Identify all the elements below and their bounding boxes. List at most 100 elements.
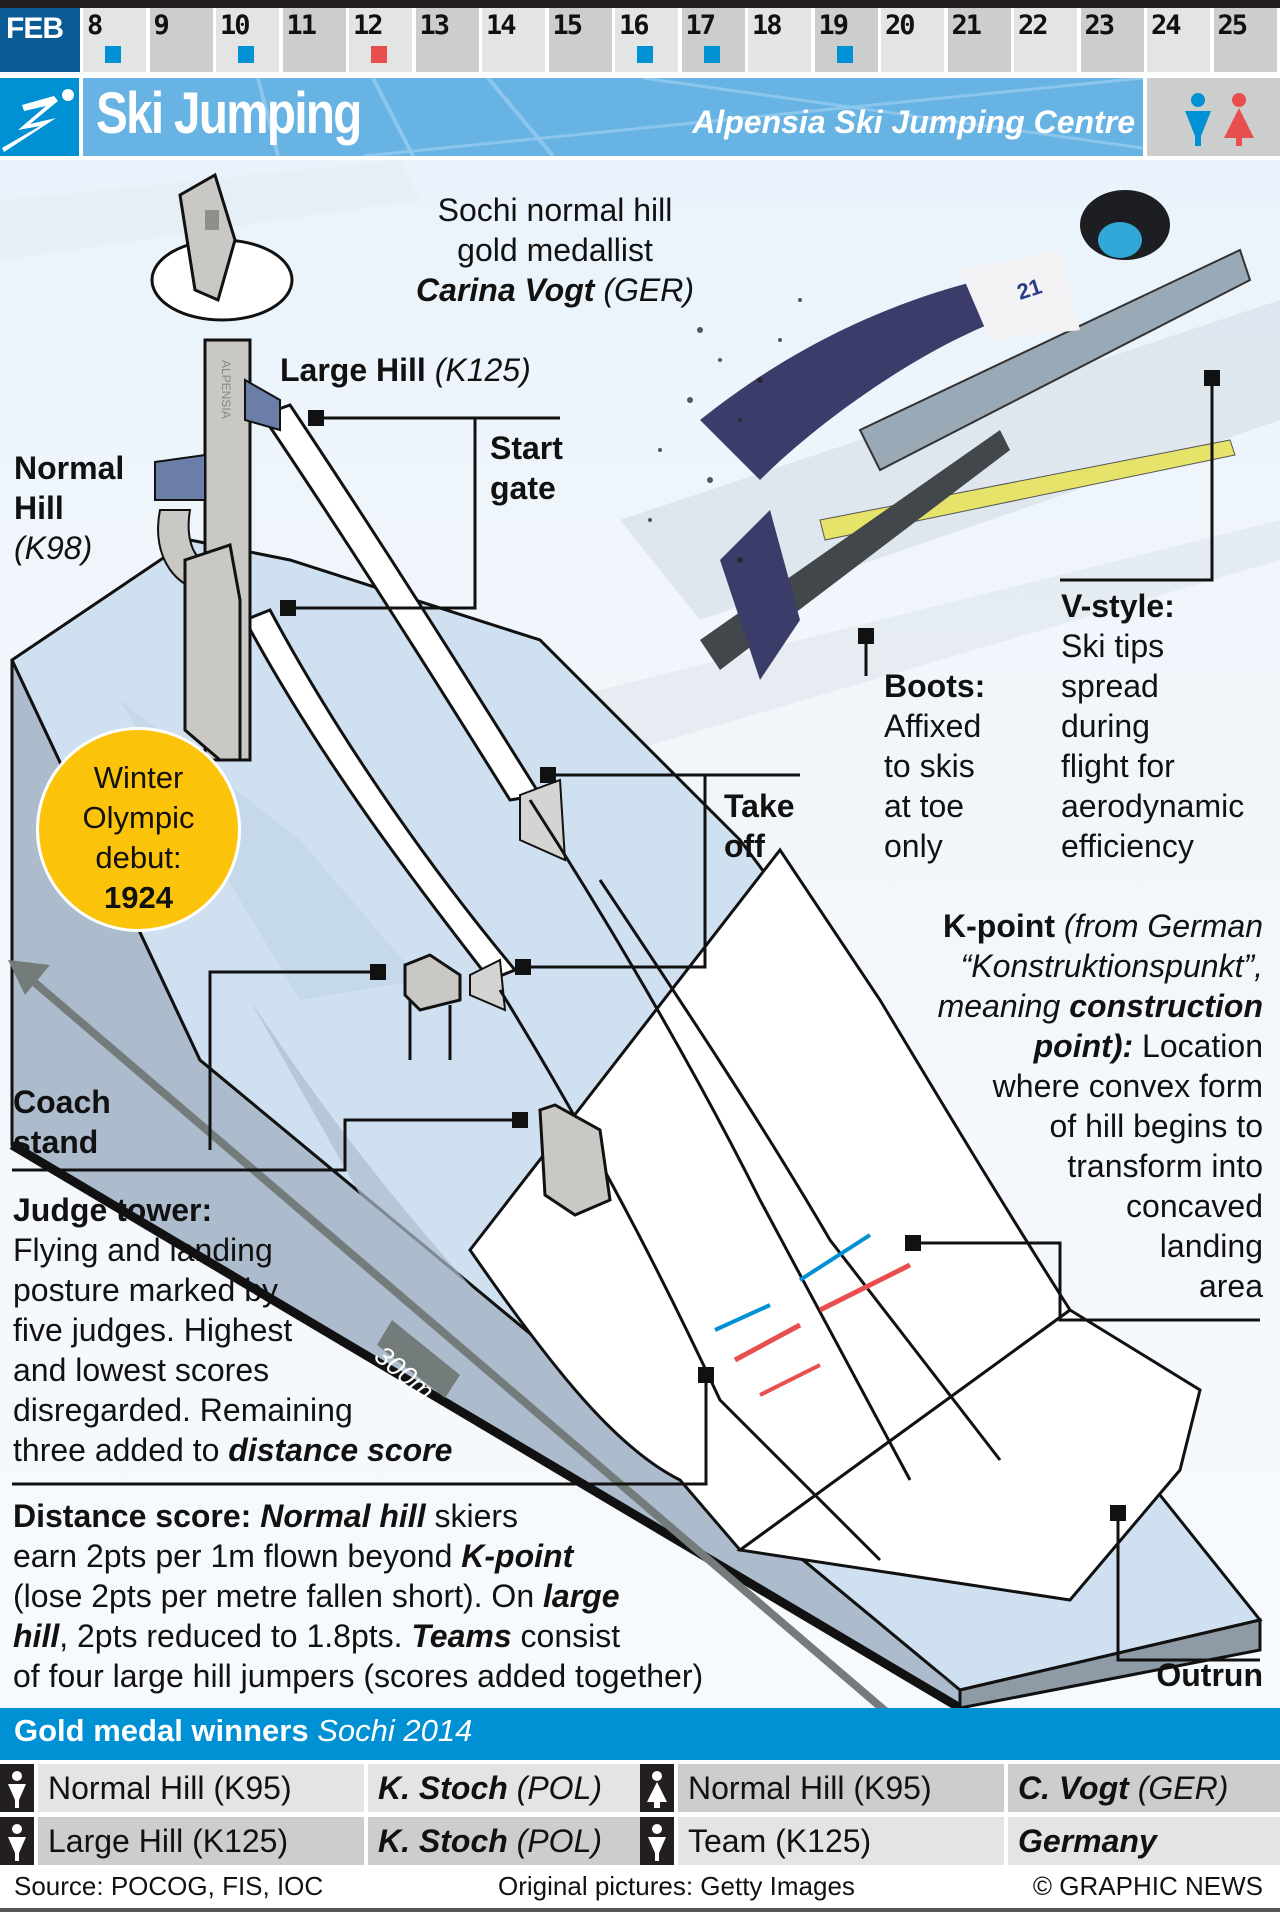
calendar-day-number: 8 — [87, 10, 103, 41]
winner-name: Germany — [1018, 1823, 1157, 1859]
calendar-month: FEB — [0, 8, 80, 72]
calendar-day: 9 — [149, 8, 213, 72]
calendar-day: 13 — [415, 8, 479, 72]
skier-photo: 21 — [700, 190, 1252, 680]
calendar-day: 14 — [482, 8, 545, 72]
outrun-label: Outrun — [1156, 1657, 1263, 1693]
calendar-day-number: 20 — [885, 10, 915, 41]
judge-tower-last-line: three added to — [13, 1432, 220, 1468]
distance-score-title: Distance score: — [13, 1498, 252, 1534]
footer: Source: POCOG, FIS, IOC Original picture… — [0, 1866, 1280, 1906]
calendar-day: 19 — [814, 8, 878, 72]
distance-text: skiers — [434, 1498, 519, 1534]
normal-hill-label: Normal Hill (K98) — [14, 448, 124, 568]
distance-teams: Teams — [411, 1618, 512, 1654]
snow-particles — [648, 298, 802, 563]
male-icon — [0, 1817, 34, 1865]
calendar-day: 11 — [282, 8, 346, 72]
calendar-day-number: 13 — [419, 10, 450, 41]
picture-credit: Original pictures: Getty Images — [498, 1871, 855, 1901]
calendar-day: 17 — [681, 8, 745, 72]
calendar-day: 24 — [1147, 8, 1210, 72]
k-point-line: of hill begins to — [1049, 1108, 1263, 1144]
winner-name: C. Vogt — [1018, 1770, 1129, 1806]
calendar-day: 21 — [947, 8, 1011, 72]
debut-line: Olympic — [82, 800, 195, 835]
v-style-line: flight for — [1061, 748, 1175, 784]
boots-line: only — [884, 828, 943, 864]
female-icon — [640, 1764, 674, 1812]
normal-hill-title: Normal — [14, 450, 125, 486]
calendar-day-number: 11 — [286, 10, 317, 41]
calendar-day-number: 14 — [486, 10, 516, 41]
distance-text: of four large hill jumpers (scores added… — [13, 1658, 704, 1694]
male-icon — [640, 1817, 674, 1865]
k-point-location: Location — [1142, 1028, 1263, 1064]
calendar-day-number: 22 — [1018, 10, 1048, 41]
start-gate-line: gate — [490, 470, 556, 506]
medallist-country: (GER) — [603, 272, 694, 308]
winner-name: K. Stoch — [378, 1770, 508, 1806]
large-hill-k-value: (K125) — [434, 352, 531, 388]
gold-medal-title-text: Gold medal winners — [14, 1713, 309, 1748]
judge-tower-line: disregarded. Remaining — [13, 1392, 353, 1428]
distance-text: (lose 2pts per metre fallen short). On — [13, 1578, 535, 1614]
k-point-point: point): — [1033, 1028, 1134, 1064]
jump-tower: ALPENSIA — [150, 172, 294, 762]
calendar-day-number: 21 — [951, 10, 982, 41]
ski-jumping-pictogram-icon — [0, 78, 79, 156]
v-style-title: V-style: — [1061, 588, 1175, 624]
page-title: Ski Jumping — [96, 81, 362, 146]
distance-large: large — [543, 1578, 620, 1614]
calendar-day: 12 — [349, 8, 412, 72]
large-hill-title: Large Hill — [280, 352, 426, 388]
coach-stand-line: Coach — [13, 1084, 111, 1120]
male-icon — [0, 1764, 34, 1812]
debut-year: 1924 — [104, 880, 173, 915]
calendar-day-number: 10 — [220, 10, 250, 41]
women-event-marker — [371, 46, 387, 63]
winner-country: (GER) — [1128, 1770, 1229, 1806]
k-point-callout: K-point (from German “Konstruktionspunkt… — [703, 906, 1263, 1306]
title-band — [83, 78, 1143, 156]
medal-winner: K. Stoch (POL) — [368, 1817, 640, 1865]
distance-normal-hill: Normal hill — [260, 1498, 426, 1534]
ski-jump-illustration: ALPENSIA 21 — [0, 160, 1280, 1708]
winner-country: (POL) — [507, 1770, 603, 1806]
k-point-markers — [714, 1233, 912, 1397]
gold-medal-subtitle: Sochi 2014 — [317, 1713, 473, 1748]
start-gate-line: Start — [490, 430, 563, 466]
men-event-marker — [836, 46, 853, 63]
medallist-caption-line: Sochi normal hill — [437, 192, 673, 228]
judge-tower-line: posture marked by — [13, 1272, 279, 1308]
k-point-title: K-point — [943, 908, 1055, 944]
k-point-meaning: meaning — [937, 988, 1061, 1024]
men-event-marker — [637, 46, 653, 63]
source-credit: Source: POCOG, FIS, IOC — [14, 1871, 324, 1901]
debut-line: Winter — [93, 760, 184, 795]
calendar-day-number: 18 — [752, 10, 782, 41]
v-style-line: aerodynamic — [1061, 788, 1245, 824]
v-style-line: efficiency — [1061, 828, 1194, 864]
male-icon — [1185, 93, 1211, 146]
distance-text: earn 2pts per 1m flown beyond — [13, 1538, 453, 1574]
boots-line: at toe — [884, 788, 965, 824]
judge-tower-title: Judge tower: — [13, 1192, 213, 1228]
medal-winner: C. Vogt (GER) — [1008, 1764, 1280, 1812]
v-style-line: spread — [1061, 668, 1159, 704]
medal-event: Normal Hill (K95) — [38, 1764, 364, 1812]
distance-text: consist — [520, 1618, 621, 1654]
calendar-day-number: 24 — [1151, 10, 1181, 41]
calendar-day: 22 — [1014, 8, 1077, 72]
winner-name: K. Stoch — [378, 1823, 508, 1859]
boots-line: Affixed — [884, 708, 982, 744]
calendar-day-number: 15 — [552, 10, 583, 41]
k-point-line: transform into — [1067, 1148, 1263, 1184]
winner-country: (POL) — [507, 1823, 603, 1859]
start-gate-label: Start gate — [490, 428, 563, 508]
